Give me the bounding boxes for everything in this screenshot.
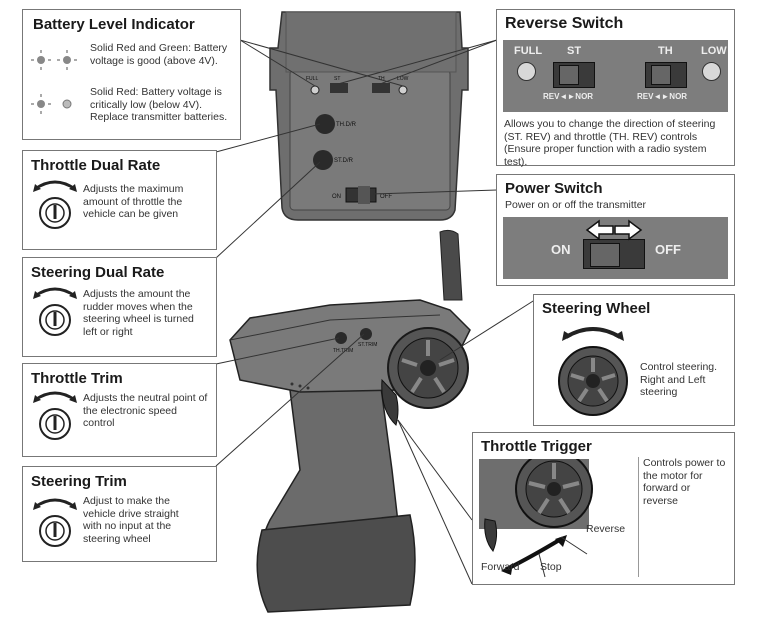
steering-wheel-box: Steering Wheel Control steering. Right a… [533,294,735,426]
st-reverse-toggle[interactable] [553,62,595,88]
throttle-trigger-box: Throttle Trigger Forward Stop Reverse Co… [472,432,735,585]
steering-dual-rate-desc: Adjusts the amount the rudder moves when… [83,288,194,338]
transmitter-back-panel [269,11,469,221]
led-red-only-icon [31,94,72,114]
reverse-switch-title: Reverse Switch [505,15,624,32]
panel-th-label: TH [378,76,385,82]
th-rev-nor-label: REV◄►NOR [637,92,688,101]
led-indicator-icons [31,50,77,114]
full-label: FULL [514,45,543,57]
steering-wheel-desc: Control steering. Right and Left steerin… [640,361,718,398]
panel-on-label: ON [332,194,341,200]
reverse-switch-panel: FULL ST REV◄►NOR TH REV◄►NOR LOW [503,40,728,112]
full-led-icon [517,62,536,81]
front-sttrim-label: ST.TRIM [358,342,377,348]
power-switch-box: Power Switch Power on or off the transmi… [496,174,735,286]
throttle-trigger-reverse-label: Reverse [586,523,626,535]
steering-wheel-title: Steering Wheel [542,300,651,317]
panel-st-label: ST [334,76,340,82]
low-led-icon [702,62,721,81]
front-thtrim-label: TH.TRIM [333,348,353,354]
throttle-dual-rate-desc: Adjusts the maximum amount of throttle t… [83,183,184,220]
battery-good-desc: Solid Red and Green: Battery voltage is … [90,42,228,67]
throttle-trim-box: Throttle Trim Adjusts the neutral point … [22,363,217,457]
panel-stdr-label: ST.D/R [334,158,354,164]
throttle-trigger-divider [638,457,639,577]
throttle-dual-rate-box: Throttle Dual Rate Adjusts the maximum a… [22,150,217,250]
power-switch-title: Power Switch [505,180,603,197]
steering-trim-title: Steering Trim [31,473,127,490]
throttle-trim-title: Throttle Trim [31,370,123,387]
steering-wheel-icon [558,327,628,416]
reverse-switch-box: Reverse Switch FULL ST REV◄►NOR TH REV◄►… [496,9,735,168]
low-label: LOW [701,45,727,57]
dial-knob-icon [33,287,77,336]
steering-trim-box: Steering Trim Adjust to make the vehicle… [22,466,217,562]
st-rev-nor-label: REV◄►NOR [543,92,594,101]
panel-full-label: FULL [306,76,318,82]
panel-low-label: LOW [397,76,409,82]
dial-knob-icon [33,391,77,440]
leader-lines [215,39,542,585]
battery-level-title: Battery Level Indicator [33,16,195,33]
panel-small-labels: FULL ST TH LOW TH.D/R ST.D/R ON OFF [306,76,409,200]
throttle-trigger-stop-label: Stop [540,561,562,573]
battery-low-desc: Solid Red: Battery voltage is critically… [90,86,228,123]
panel-thdr-label: TH.D/R [336,122,357,128]
throttle-trigger-illustration [479,459,593,578]
transmitter-front [229,229,471,613]
steering-dual-rate-title: Steering Dual Rate [31,264,165,281]
throttle-trigger-forward-label: Forward [481,561,520,573]
throttle-trim-desc: Adjusts the neutral point of the electro… [83,392,208,429]
throttle-trigger-title: Throttle Trigger [481,438,592,455]
th-label: TH [658,45,673,57]
st-label: ST [567,45,582,57]
battery-level-box: Battery Level Indicator Solid Red and Gr… [22,9,241,140]
power-toggle[interactable] [583,239,645,269]
on-off-arrows-icon [585,219,643,241]
dial-knob-icon [33,180,77,229]
front-small-labels: TH.TRIM ST.TRIM [333,342,377,354]
steering-trim-desc: Adjust to make the vehicle drive straigh… [83,495,179,545]
on-label: ON [551,242,571,257]
led-red-green-icon [31,50,77,70]
steering-dual-rate-box: Steering Dual Rate Adjusts the amount th… [22,257,217,357]
dial-knob-icon [33,498,77,547]
off-label: OFF [655,242,681,257]
throttle-dual-rate-title: Throttle Dual Rate [31,157,161,174]
power-switch-panel: ON OFF [503,217,728,279]
panel-off-label: OFF [380,194,392,200]
throttle-trigger-desc: Controls power to the motor for forward … [643,457,726,507]
th-reverse-toggle[interactable] [645,62,687,88]
power-switch-desc: Power on or off the transmitter [505,199,647,211]
reverse-switch-desc: Allows you to change the direction of st… [504,118,716,168]
